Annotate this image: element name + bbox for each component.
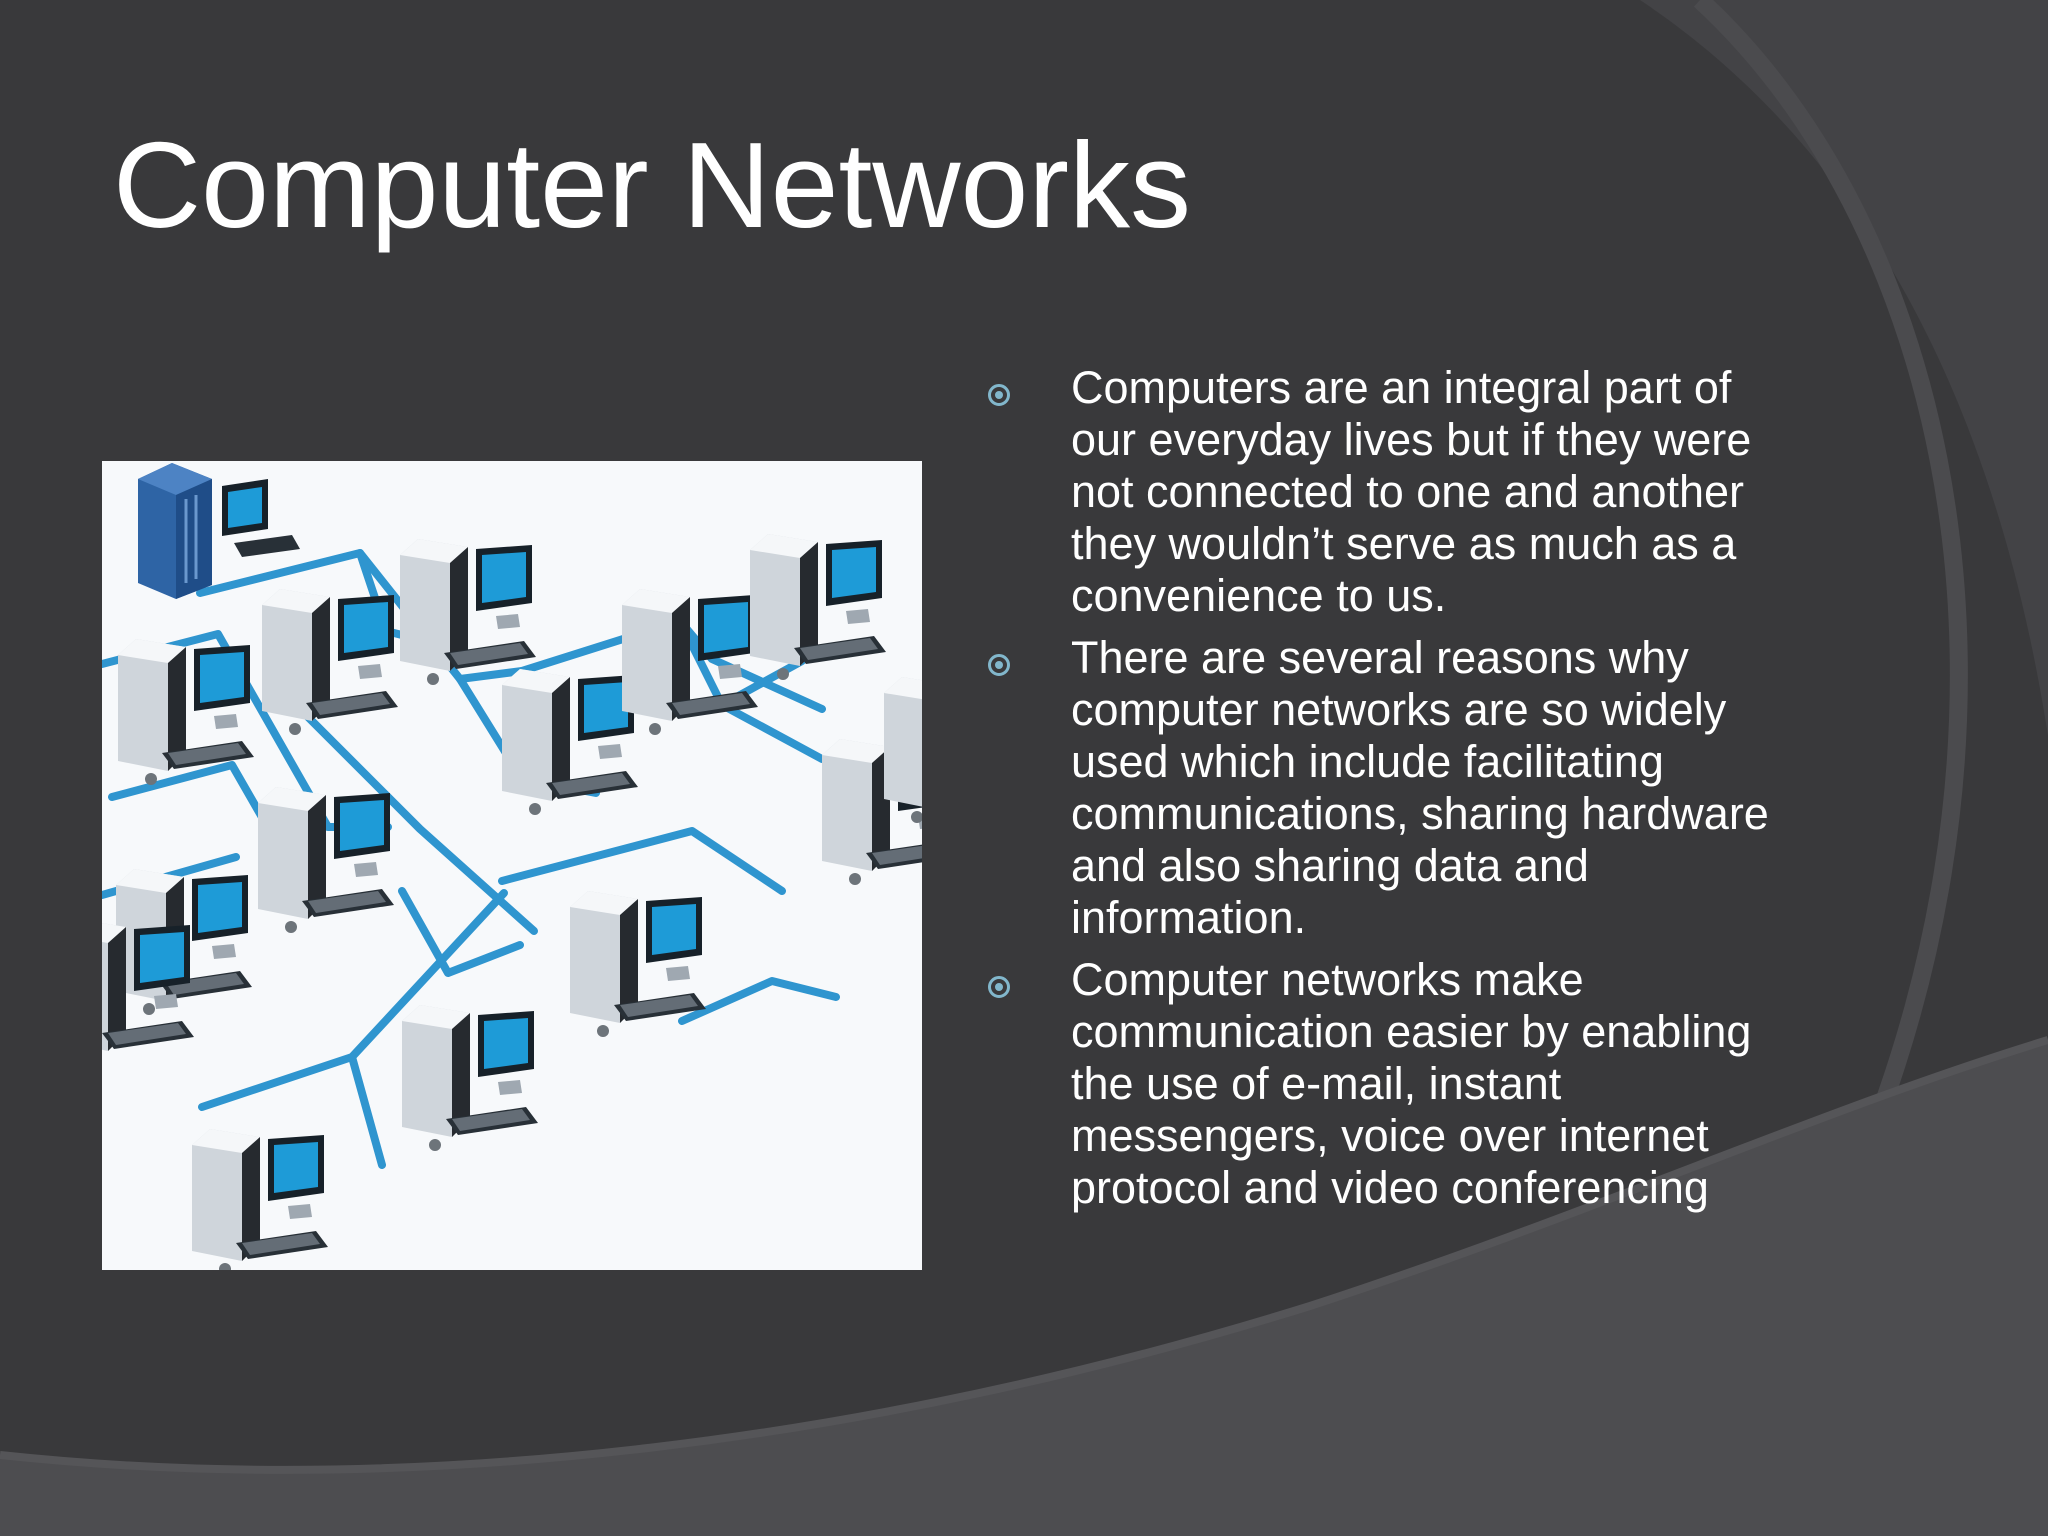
bullet-list: Computers are an integral part of our ev… bbox=[985, 362, 1995, 1224]
server-tower bbox=[138, 463, 300, 599]
bullet-text-1: Computers are an integral part of our ev… bbox=[1071, 362, 1752, 621]
bullet-item-3: Computer networks make communication eas… bbox=[985, 954, 1995, 1214]
circle-bullet-icon bbox=[988, 384, 1010, 406]
slide-title: Computer Networks bbox=[113, 117, 1191, 253]
computer-network-icon bbox=[102, 461, 922, 1270]
circle-bullet-icon bbox=[988, 654, 1010, 676]
bullet-item-1: Computers are an integral part of our ev… bbox=[985, 362, 1995, 622]
circle-bullet-icon bbox=[988, 976, 1010, 998]
bullet-text-2: There are several reasons why computer n… bbox=[1071, 632, 1769, 943]
bullet-item-2: There are several reasons why computer n… bbox=[985, 632, 1995, 944]
bullet-text-3: Computer networks make communication eas… bbox=[1071, 954, 1752, 1213]
